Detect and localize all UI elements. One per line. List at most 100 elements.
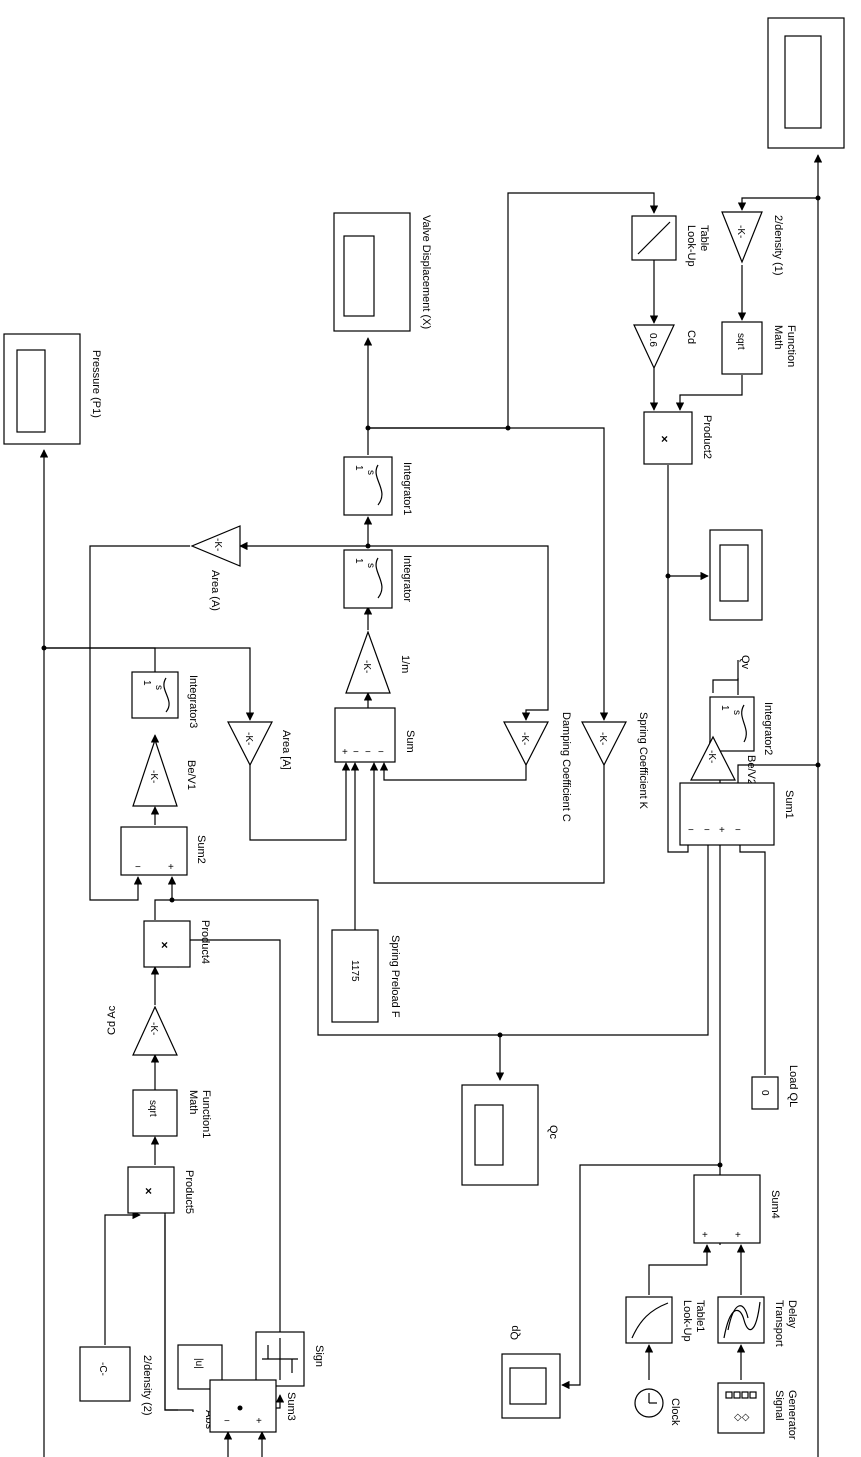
svg-text:+: + (719, 825, 725, 836)
sign-label: Sign (313, 1345, 325, 1367)
sign-block[interactable]: Sign (255, 1331, 325, 1387)
qp-scope[interactable]: Qp (501, 1325, 561, 1419)
sum3-label: Sum3 (285, 1392, 297, 1421)
sum4-block[interactable]: + + Sum4 (693, 1174, 781, 1244)
svg-text:-K-: -K- (212, 538, 223, 551)
area-a2-gain[interactable]: -K- Area [A] (227, 721, 292, 770)
sum3-block[interactable]: − + Sum3 (209, 1379, 297, 1433)
be-v2-label: Be/V2 (745, 755, 757, 785)
product2-block[interactable]: × Product2 (643, 411, 713, 465)
svg-text:1: 1 (719, 705, 730, 711)
product4-block[interactable]: × Product4 (143, 920, 211, 968)
qc-scope[interactable]: Qc (461, 1084, 559, 1186)
svg-text:−: − (688, 825, 694, 836)
cd-ac-gain[interactable]: -K- Cd Ac (106, 1005, 178, 1056)
svg-text:Look-Up Table1: Look-Up Table1 (681, 1300, 706, 1345)
sum-block[interactable]: + − − − Sum (334, 707, 416, 763)
svg-text:s: s (365, 470, 376, 475)
load-ql-block[interactable]: 0 Load QL (751, 1065, 799, 1110)
wires (39, 154, 823, 1457)
svg-text:+: + (702, 1230, 708, 1241)
svg-text:×: × (145, 1184, 152, 1198)
pressure-scope[interactable]: Pressure (P1) (3, 333, 102, 445)
sum2-block[interactable]: − + Sum2 (120, 826, 207, 876)
math-function1-block[interactable]: sqrt Math Function1 (132, 1089, 212, 1138)
svg-text:Math Function: Math Function (772, 325, 797, 367)
qv-scope[interactable]: Qv (709, 529, 763, 670)
svg-text:|u|: |u| (193, 1358, 204, 1369)
svg-text:−: − (365, 747, 371, 758)
svg-text:0.6: 0.6 (647, 333, 658, 347)
integrator2-block[interactable]: 1 s Integrator2 (709, 696, 774, 755)
cd-gain[interactable]: 0.6 Cd (633, 324, 697, 370)
spring-preload-label: Spring Preload F (389, 935, 401, 1018)
svg-text:◇◇: ◇◇ (734, 1412, 750, 1423)
lookup-table-block[interactable]: Look-Up Table (631, 215, 710, 270)
signal-generator-block[interactable]: ◇◇ Signal Generator (717, 1382, 798, 1440)
svg-text:Signal Generator: Signal Generator (773, 1390, 798, 1440)
qp-label: Qp (509, 1325, 521, 1340)
clock-label: Clock (669, 1398, 681, 1426)
sum1-block[interactable]: − − + − Sum1 (679, 782, 795, 846)
svg-text:+: + (256, 1416, 262, 1427)
area-a-gain[interactable]: -K- Area (A) (190, 525, 241, 611)
spring-k-gain[interactable]: -K- Spring Coefficient K (581, 712, 649, 810)
area-a2-label: Area [A] (280, 730, 292, 770)
svg-text:-K-: -K- (148, 1022, 159, 1035)
svg-text:0: 0 (759, 1090, 770, 1096)
density2-label: 2/density (2) (141, 1355, 153, 1416)
be-v1-gain[interactable]: -K- Be/V1 (132, 738, 197, 807)
lookup-table1-block[interactable]: Look-Up Table1 (625, 1296, 706, 1345)
svg-text:-K-: -K- (597, 732, 608, 745)
svg-text:-K-: -K- (706, 750, 717, 763)
svg-text:s: s (365, 563, 376, 568)
integrator2-label: Integrator2 (762, 702, 774, 755)
math-function-block[interactable]: sqrt Math Function (721, 321, 797, 375)
damping-label: Damping Coefficient C (560, 712, 572, 822)
svg-text:-K-: -K- (243, 732, 254, 745)
integrator1-label: Integrator1 (401, 462, 413, 515)
sum2-label: Sum2 (195, 835, 207, 864)
svg-text:−: − (224, 1416, 230, 1427)
integrator1-block[interactable]: 1 s Integrator1 (343, 456, 413, 516)
lookup-table-label-1: Look-Up (685, 225, 697, 267)
lookup-table-label-2: Table (698, 225, 710, 251)
svg-text:1: 1 (353, 465, 364, 471)
one-over-m-gain[interactable]: -K- 1/m (345, 630, 411, 694)
svg-text:Math Function1: Math Function1 (187, 1090, 212, 1138)
junctions (41, 195, 821, 1411)
svg-text:+: + (342, 747, 348, 758)
svg-text:1175: 1175 (349, 960, 360, 982)
svg-text:-K-: -K- (148, 770, 159, 783)
transport-delay-block[interactable]: Transport Delay (717, 1296, 798, 1350)
be-v2-gain[interactable]: -K- Be/V2 (690, 735, 757, 785)
damping-gain[interactable]: -K- Damping Coefficient C (503, 712, 572, 822)
svg-text:1: 1 (141, 680, 152, 686)
integrator3-label: Integrator3 (187, 675, 199, 728)
one-over-m-label: 1/m (399, 655, 411, 673)
svg-text:1: 1 (353, 558, 364, 564)
product4-label: Product4 (199, 920, 211, 964)
qc-label: Qc (547, 1125, 559, 1140)
svg-text:-K-: -K- (735, 225, 746, 238)
svg-text:-K-: -K- (361, 660, 372, 673)
be-v1-label: Be/V1 (185, 760, 197, 790)
valve-displacement-scope[interactable]: Valve Displacement (X) (333, 212, 432, 332)
svg-text:sqrt: sqrt (735, 333, 746, 350)
density1-gain[interactable]: -K- 2/density (1) (721, 211, 784, 276)
integrator3-block[interactable]: 1 s Integrator3 (131, 671, 199, 728)
clock-block[interactable]: Clock (634, 1388, 681, 1426)
svg-text:−: − (704, 825, 710, 836)
integrator-block[interactable]: 1 s Integrator (343, 549, 413, 609)
svg-text:−: − (378, 747, 384, 758)
scope-top[interactable] (767, 17, 845, 149)
density2-constant[interactable]: -C- 2/density (2) (79, 1346, 153, 1416)
spring-preload-block[interactable]: 1175 Spring Preload F (331, 929, 401, 1023)
area-a-label: Area (A) (209, 570, 221, 611)
product5-block[interactable]: × Product5 (127, 1166, 195, 1214)
sum-label: Sum (404, 730, 416, 753)
svg-text:×: × (161, 938, 168, 952)
pressure-label: Pressure (P1) (90, 350, 102, 418)
